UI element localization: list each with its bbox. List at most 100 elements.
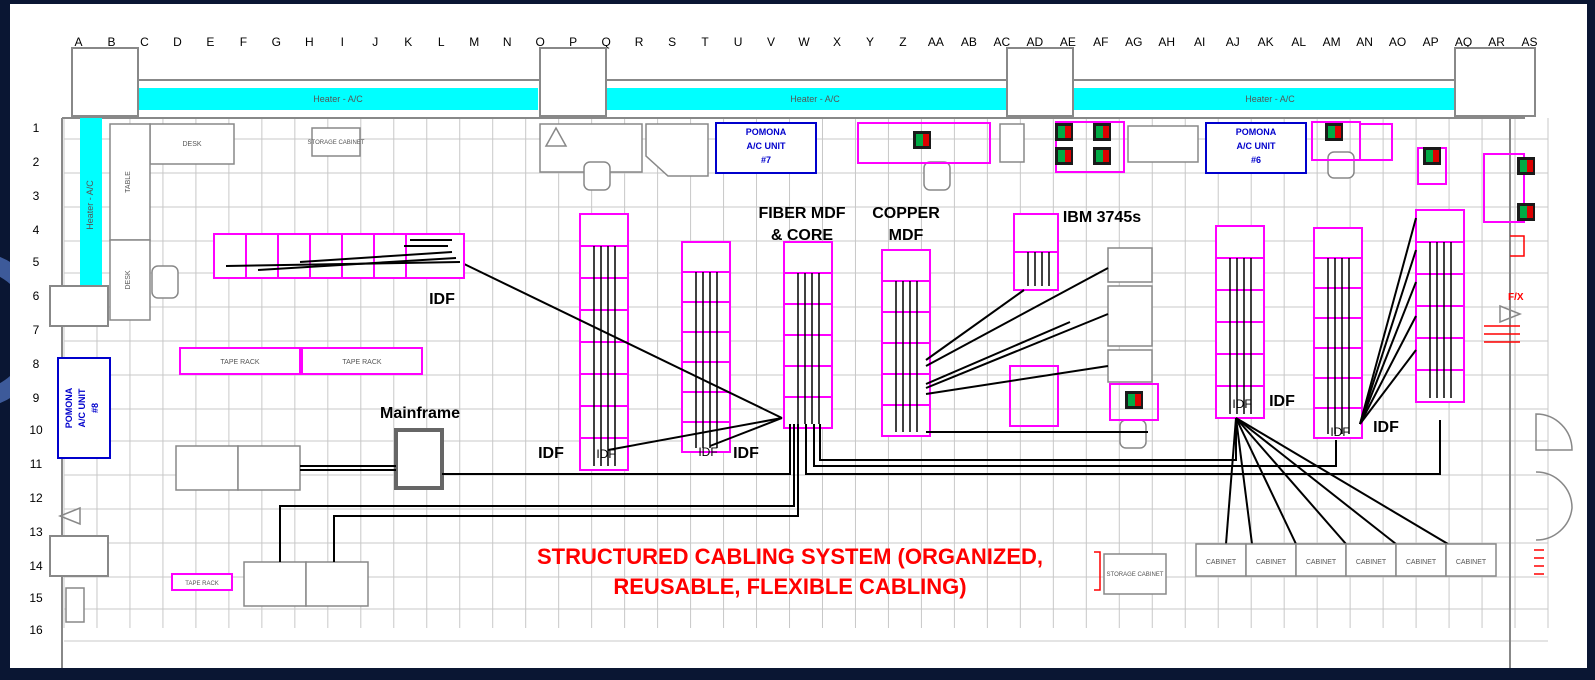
device-icon-green <box>1058 126 1065 138</box>
idf-label: IDF <box>1373 419 1399 436</box>
copper-mdf-label: COPPER <box>872 205 940 222</box>
rack-unit <box>783 272 833 305</box>
doors <box>1535 413 1573 541</box>
storage-cabinet-label: STORAGE CABINET <box>308 140 365 146</box>
row-label: 3 <box>33 189 40 203</box>
rack-unit <box>881 280 931 313</box>
hvac-label: Heater - A/C <box>313 94 363 104</box>
rack-unit <box>579 277 629 311</box>
pomona-label: #7 <box>761 155 771 165</box>
red-annotations <box>1094 235 1544 591</box>
cabinet-unit <box>1295 543 1347 577</box>
column-label: O <box>536 35 545 49</box>
chair <box>1119 419 1147 449</box>
rack-unit <box>881 373 931 406</box>
rack-unit <box>579 213 629 247</box>
pomona-label: #6 <box>1251 155 1261 165</box>
rack-unit <box>1313 347 1363 379</box>
rack-unit <box>681 361 731 393</box>
cabinet-label: CABINET <box>1406 559 1437 566</box>
hvac-ducts: Heater - A/C Heater - A/C Heater - A/C H… <box>80 88 1454 286</box>
cabinet <box>65 587 85 623</box>
cabinet-unit <box>1395 543 1447 577</box>
column-label: H <box>305 35 314 49</box>
column-label: X <box>833 35 841 49</box>
device-icon-red <box>1103 126 1109 138</box>
column-label: Y <box>866 35 874 49</box>
rack-unit <box>1415 337 1465 371</box>
rack-unit <box>1313 227 1363 259</box>
storage-unit <box>237 445 301 491</box>
column-label: D <box>173 35 182 49</box>
column-label: M <box>469 35 479 49</box>
device-icon-red <box>1103 150 1109 162</box>
ibm-label: IBM 3745s <box>1063 209 1141 226</box>
rack-unit <box>1215 321 1265 355</box>
column-label: AS <box>1522 35 1538 49</box>
column-label: R <box>635 35 644 49</box>
pomona-label: A/C UNIT <box>77 388 87 427</box>
device-icon-green <box>916 134 923 146</box>
device-icon-red <box>1527 160 1533 172</box>
idf-box-label: IDF <box>1330 425 1349 439</box>
fx-label: F/X <box>1508 292 1524 303</box>
storage-unit <box>175 445 239 491</box>
column-label: F <box>240 35 247 49</box>
pomona-label: A/C UNIT <box>1237 141 1276 151</box>
cabinet-label: CABINET <box>1306 559 1337 566</box>
rack-unit <box>681 331 731 363</box>
rack-unit <box>579 437 629 471</box>
pomona-label: A/C UNIT <box>747 141 786 151</box>
fiber-mdf-label: & CORE <box>771 227 834 244</box>
hvac-strip-left <box>80 118 102 286</box>
pomona-label: POMONA <box>746 127 787 137</box>
column-label: AQ <box>1455 35 1472 49</box>
column-label: AH <box>1158 35 1175 49</box>
rack-unit <box>1215 289 1265 323</box>
device-icon-green <box>1096 126 1103 138</box>
cabinet-label: CABINET <box>1206 559 1237 566</box>
table-label: TABLE <box>125 171 132 193</box>
table <box>109 123 151 241</box>
column-label: E <box>206 35 214 49</box>
device-icon-green <box>1426 150 1433 162</box>
mainframe-unit <box>394 428 444 490</box>
device-icon-red <box>1335 126 1341 138</box>
rack-unit <box>783 396 833 429</box>
idf-box-label: IDF <box>698 445 717 459</box>
table <box>645 123 709 177</box>
column-label: S <box>668 35 676 49</box>
hvac-label: Heater - A/C <box>790 94 840 104</box>
rack-unit <box>1415 209 1465 243</box>
device-icon-green <box>1058 150 1065 162</box>
device-icon-green <box>1128 394 1135 406</box>
device-icon-red <box>1065 150 1071 162</box>
column-label: T <box>701 35 709 49</box>
rack-unit <box>1313 287 1363 319</box>
column-label: AR <box>1488 35 1505 49</box>
tape-rack-label: TAPE RACK <box>220 359 259 366</box>
device-icon-green <box>1096 150 1103 162</box>
row-label: 12 <box>29 491 43 505</box>
column-label: I <box>341 35 344 49</box>
idf-label: IDF <box>538 445 564 462</box>
rack-unit <box>1215 257 1265 291</box>
column-label: V <box>767 35 775 49</box>
storage-cabinet-label: STORAGE CABINET <box>1107 572 1164 578</box>
rack-unit <box>1215 385 1265 419</box>
rack-unit <box>681 301 731 333</box>
rack-unit <box>783 241 833 274</box>
rack-unit <box>1313 317 1363 349</box>
row-label: 5 <box>33 255 40 269</box>
rack-unit <box>1313 407 1363 439</box>
column-label: AM <box>1323 35 1341 49</box>
pomona-label: POMONA <box>64 387 74 428</box>
copper-mdf-label: MDF <box>889 227 924 244</box>
cabinet-label: CABINET <box>1356 559 1387 566</box>
hvac-label: Heater - A/C <box>1245 94 1295 104</box>
row-label: 6 <box>33 289 40 303</box>
row-label: 1 <box>33 121 40 135</box>
